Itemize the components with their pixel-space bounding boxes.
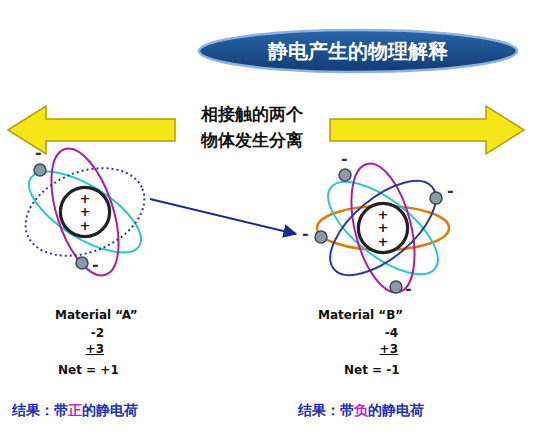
nucleus-charges: + + +	[371, 208, 395, 249]
empty-orbit	[13, 152, 158, 273]
material-name: Material “B”	[318, 309, 403, 323]
electron-charge: -	[341, 150, 348, 168]
result-highlight: 正	[68, 402, 82, 418]
net-charge: Net = -1	[344, 364, 400, 378]
orbit	[317, 206, 449, 250]
result-text: 的静电荷	[368, 402, 424, 418]
orbit	[340, 157, 426, 299]
atom-b	[314, 157, 452, 299]
result-text: 的静电荷	[82, 402, 138, 418]
proton-count: +3	[380, 343, 398, 357]
orbit	[314, 165, 452, 290]
electron	[390, 281, 402, 293]
separation-arrow-right	[330, 106, 524, 154]
electron-count: -4	[385, 327, 398, 341]
title-text: 静电产生的物理解释	[268, 41, 448, 62]
electron-charge: -	[35, 144, 42, 162]
title-ellipse-outline	[199, 30, 517, 72]
electron	[34, 164, 46, 176]
electron	[76, 257, 88, 269]
electron	[430, 192, 442, 204]
electron	[315, 231, 327, 243]
electron-charge: -	[405, 280, 412, 298]
nucleus-charges: + + +	[73, 192, 97, 233]
result-highlight: 负	[354, 402, 368, 418]
transfer-arrow	[150, 199, 296, 234]
net-charge: Net = +1	[58, 364, 119, 378]
result-text: 结果：带	[12, 402, 68, 418]
electron-charge: -	[92, 256, 99, 274]
result-text: 结果：带	[298, 402, 354, 418]
electron-count: -2	[91, 327, 104, 341]
orbit	[315, 164, 452, 292]
process-caption: 相接触的两个 物体发生分离	[196, 102, 308, 153]
orbit	[17, 156, 153, 268]
electron-charge: -	[302, 225, 309, 243]
material-name: Material “A”	[55, 309, 138, 323]
atom-a	[13, 141, 158, 284]
electron	[339, 169, 351, 181]
nucleus-ring	[60, 187, 110, 237]
proton-count: +3	[86, 343, 104, 357]
title-ellipse: 静电产生的物理解释	[197, 28, 519, 74]
separation-arrow-left	[8, 106, 175, 154]
electron-charge: -	[447, 182, 454, 200]
orbit	[38, 141, 132, 284]
nucleus-ring	[358, 203, 408, 253]
